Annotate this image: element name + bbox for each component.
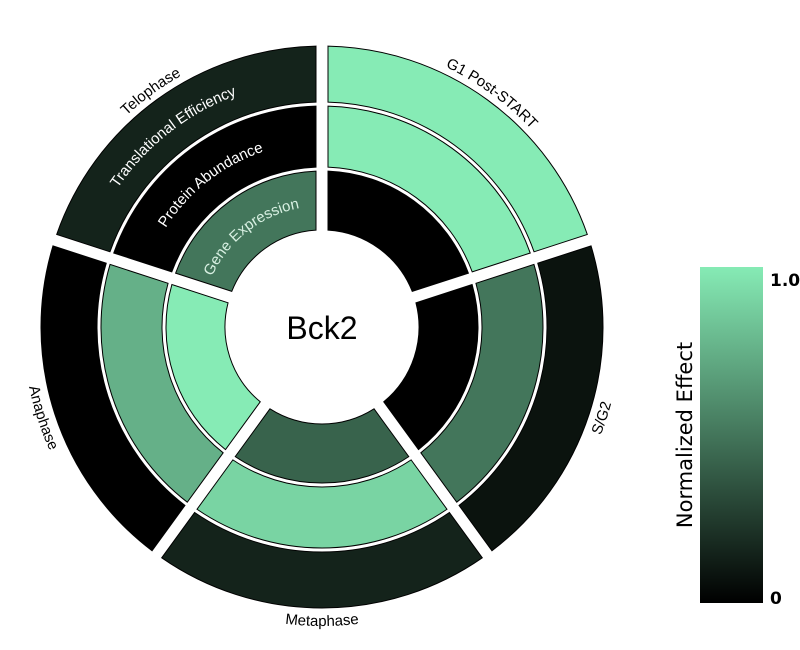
wedge-metaphase-translational-efficiency [161, 511, 483, 609]
colorbar-min-label: 0 [770, 589, 782, 609]
colorbar [700, 267, 763, 603]
wedge-s-g2-translational-efficiency [458, 245, 604, 552]
wedge-telophase-protein-abundance [113, 105, 317, 273]
wedge-s-g2-protein-abundance [420, 263, 544, 503]
colorbar-title: Normalized Effect [673, 342, 697, 528]
wedge-g1-post-start-translational-efficiency [327, 45, 588, 253]
wedge-anaphase-protein-abundance [100, 263, 224, 503]
wedge-g1-post-start-gene-expression [327, 170, 470, 292]
wedge-anaphase-translational-efficiency [40, 245, 186, 552]
wedge-telophase-translational-efficiency [56, 45, 317, 253]
phase-label: Metaphase [285, 611, 360, 630]
phase-label: S/G2 [588, 400, 615, 437]
wedge-metaphase-protein-abundance [196, 459, 448, 549]
wedge-metaphase-gene-expression [234, 408, 410, 484]
wedge-group [40, 45, 604, 609]
wedge-s-g2-gene-expression [383, 283, 479, 451]
wedge-telophase-gene-expression [174, 170, 317, 292]
wedge-g1-post-start-protein-abundance [327, 105, 531, 273]
colorbar-max-label: 1.0 [770, 271, 800, 291]
wedge-anaphase-gene-expression [165, 283, 261, 451]
chart-title: Bck2 [286, 310, 357, 346]
